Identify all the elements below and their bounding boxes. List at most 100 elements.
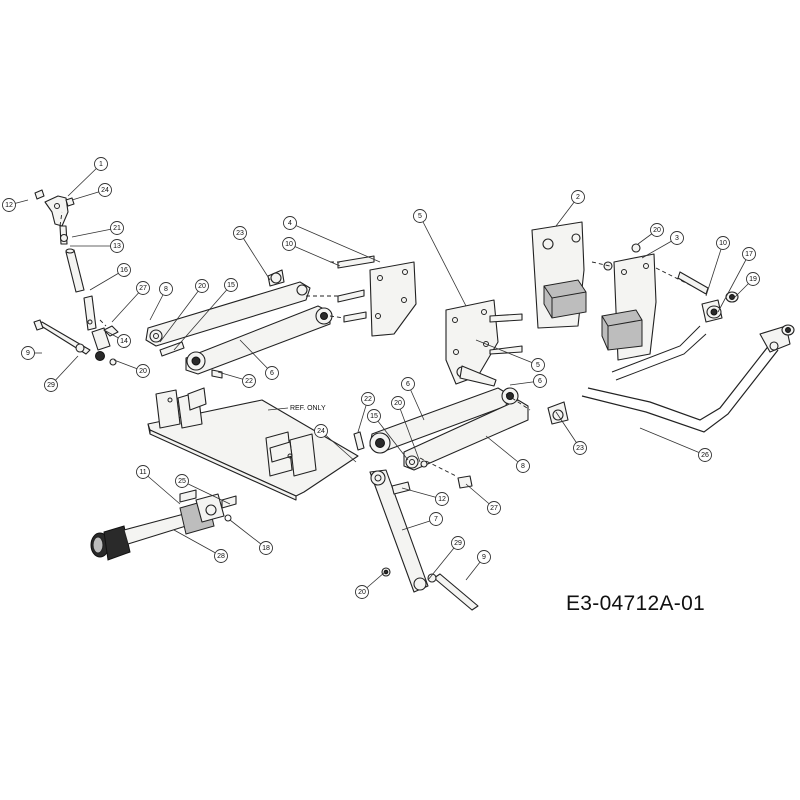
callout-balloon <box>742 247 756 261</box>
callout-leader-line <box>111 287 144 323</box>
callout-number: 6 <box>406 381 410 388</box>
callout-leader-line <box>173 529 222 557</box>
callout-number: 1 <box>99 161 103 168</box>
callout-number: 27 <box>490 505 498 512</box>
callout-23: 23 <box>233 226 271 281</box>
callout-10: 10 <box>705 236 730 297</box>
callout-14: 14 <box>103 329 131 348</box>
callout-balloon <box>136 364 150 378</box>
callout-number: 12 <box>5 202 13 209</box>
callout-7: 7 <box>401 512 443 531</box>
callout-balloon <box>573 441 587 455</box>
callout-balloon <box>242 374 256 388</box>
callout-number: 28 <box>217 553 225 560</box>
callout-number: 27 <box>139 285 147 292</box>
callout-number: 22 <box>364 396 372 403</box>
reference-frame <box>147 387 359 501</box>
callout-balloon <box>44 378 58 392</box>
callout-number: 3 <box>675 235 679 242</box>
callout-balloon <box>746 272 760 286</box>
callout-number: 10 <box>285 241 293 248</box>
callout-balloon <box>531 358 545 372</box>
callout-6: 6 <box>401 377 425 421</box>
callout-number: 26 <box>701 452 709 459</box>
ref-only-note: REF. ONLY <box>290 405 326 412</box>
callout-balloon <box>435 492 449 506</box>
callout-19: 19 <box>733 272 760 299</box>
callout-9: 9 <box>465 550 491 581</box>
callout-20: 20 <box>113 359 150 378</box>
callout-balloon <box>361 392 375 406</box>
callout-6: 6 <box>239 339 279 380</box>
callout-balloon <box>21 346 35 360</box>
callout-number: 9 <box>26 350 30 357</box>
callout-leader-line <box>67 163 102 197</box>
callout-balloon <box>391 396 405 410</box>
callout-leader-line <box>419 215 467 307</box>
callout-balloon <box>259 541 273 555</box>
callout-27: 27 <box>465 483 501 515</box>
callout-17: 17 <box>717 247 756 313</box>
callout-balloon <box>136 465 150 479</box>
callout-18: 18 <box>229 519 273 555</box>
callout-number: 11 <box>139 469 146 476</box>
callout-26: 26 <box>639 427 712 462</box>
callout-15: 15 <box>367 409 409 461</box>
callout-13: 13 <box>70 239 124 253</box>
callout-28: 28 <box>173 529 228 563</box>
callout-1: 1 <box>67 157 108 197</box>
callout-8: 8 <box>149 282 173 321</box>
callout-12: 12 <box>401 487 449 506</box>
callout-balloon <box>516 459 530 473</box>
callout-balloon <box>136 281 150 295</box>
callout-number: 14 <box>120 338 128 345</box>
lift-lever-assembly <box>33 189 119 366</box>
callout-number: 10 <box>719 240 727 247</box>
callout-number: 20 <box>394 400 402 407</box>
callout-balloon <box>413 209 427 223</box>
callout-balloon <box>477 550 491 564</box>
pto-shaft-28 <box>90 489 237 561</box>
callout-leader-line <box>485 435 524 467</box>
callout-balloon <box>233 226 247 240</box>
callout-leader-line <box>229 519 267 549</box>
callout-leader-line <box>639 427 706 456</box>
callout-2: 2 <box>555 190 585 227</box>
bracket-2 <box>531 221 587 329</box>
callout-number: 24 <box>317 428 325 435</box>
callout-number: 13 <box>113 243 121 250</box>
callout-balloon <box>571 190 585 204</box>
callout-6: 6 <box>509 374 547 388</box>
callout-balloon <box>533 374 547 388</box>
callout-number: 17 <box>745 251 753 258</box>
callout-leader-line <box>427 542 459 581</box>
callout-number: 8 <box>164 286 168 293</box>
callout-22: 22 <box>217 371 256 388</box>
callout-11: 11 <box>136 465 181 505</box>
callout-balloon <box>159 282 173 296</box>
callout-balloon <box>98 183 112 197</box>
callout-balloon <box>698 448 712 462</box>
callout-3: 3 <box>641 231 684 259</box>
callout-23: 23 <box>555 411 587 455</box>
callout-number: 23 <box>236 230 244 237</box>
callout-number: 23 <box>576 445 584 452</box>
callout-number: 25 <box>178 478 186 485</box>
callout-4: 4 <box>283 216 381 263</box>
callout-number: 5 <box>536 362 540 369</box>
callout-number: 5 <box>418 213 422 220</box>
bracket-5 <box>445 299 523 387</box>
callout-leader-line <box>289 222 381 263</box>
callout-balloon <box>117 263 131 277</box>
callout-balloon <box>401 377 415 391</box>
callout-leader-line <box>717 253 750 313</box>
callout-16: 16 <box>89 263 131 291</box>
callout-balloon <box>367 409 381 423</box>
callout-number: 20 <box>139 368 147 375</box>
callout-leader-line <box>239 232 271 281</box>
callout-leader-line <box>159 285 203 343</box>
callout-leader-line <box>142 471 181 505</box>
callout-balloon <box>265 366 279 380</box>
